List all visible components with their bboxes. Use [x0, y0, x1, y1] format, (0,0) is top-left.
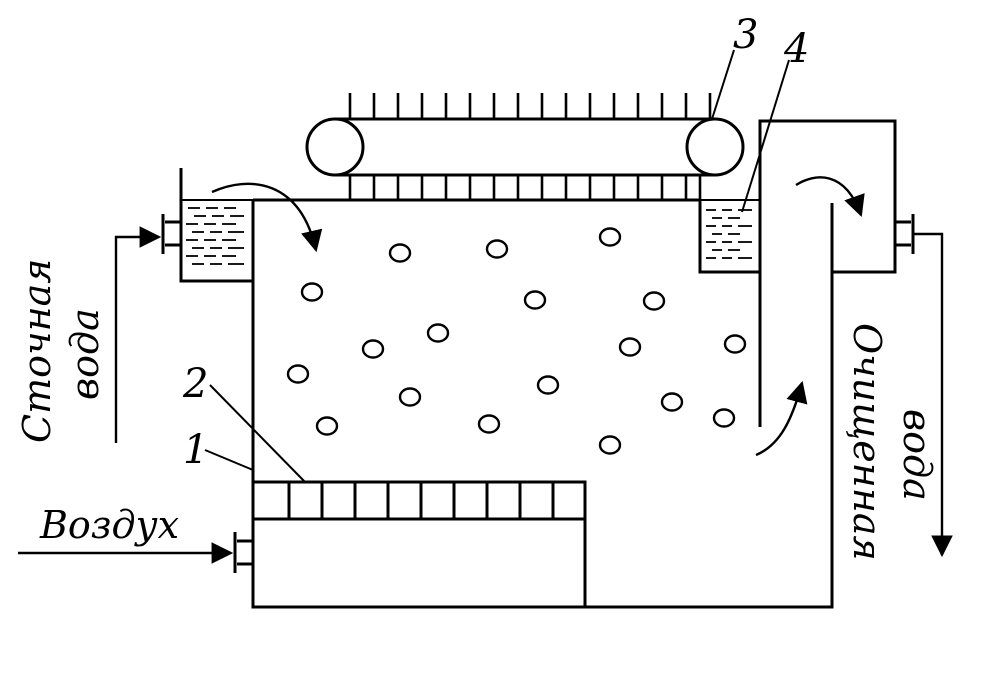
bubble [485, 239, 509, 259]
aerator-plates [251, 480, 587, 521]
bubble [712, 408, 736, 428]
air-nozzle [233, 532, 253, 573]
bubble [536, 375, 560, 395]
bubble [598, 227, 622, 247]
label-wastewater-2: вода [63, 308, 107, 400]
label-treated-1: Очищенная [845, 323, 889, 561]
label-treated-2: вода [895, 409, 939, 501]
label-part-2: 2 [182, 361, 208, 407]
bubble [523, 290, 547, 310]
bubble [388, 243, 412, 263]
label-part-4: 4 [783, 26, 809, 72]
flow-arrows [18, 176, 953, 564]
bubble [642, 291, 666, 311]
label-part-3: 3 [733, 12, 758, 58]
bubble [723, 334, 747, 354]
scraper-conveyor [305, 93, 745, 200]
treated-outflow-arrow [913, 232, 953, 558]
bubble [315, 416, 339, 436]
main-tank [251, 198, 834, 609]
air-bubbles [286, 227, 747, 455]
leader-lines [204, 49, 790, 483]
inlet-trough [179, 168, 253, 283]
bubble [361, 339, 385, 359]
bubble [300, 282, 324, 302]
outlet-nozzle [895, 214, 915, 254]
bubble [426, 323, 450, 343]
bubble [477, 414, 501, 434]
froth-trough [698, 199, 760, 274]
wastewater-inflow-arrow [114, 226, 162, 443]
conveyor-bottom-scrapers [348, 175, 702, 200]
leader-1 [204, 449, 254, 471]
inflow-to-tank-arrow [211, 182, 323, 253]
overflow-arrow [795, 176, 865, 218]
bubble [286, 364, 310, 384]
label-part-1: 1 [183, 427, 208, 473]
inlet-nozzle [161, 214, 181, 254]
bubble [598, 435, 622, 455]
rising-flow-arrow [755, 380, 808, 457]
label-wastewater-1: Сточная [15, 259, 59, 443]
bubble [618, 337, 642, 357]
leader-2 [209, 384, 306, 483]
outlet-chamber [758, 119, 897, 427]
label-air: Воздух [39, 503, 179, 547]
conveyor-top-scrapers [348, 93, 712, 119]
bubble [398, 387, 422, 407]
bubble [660, 392, 684, 412]
leader-3 [711, 49, 735, 120]
leader-4 [741, 59, 790, 213]
